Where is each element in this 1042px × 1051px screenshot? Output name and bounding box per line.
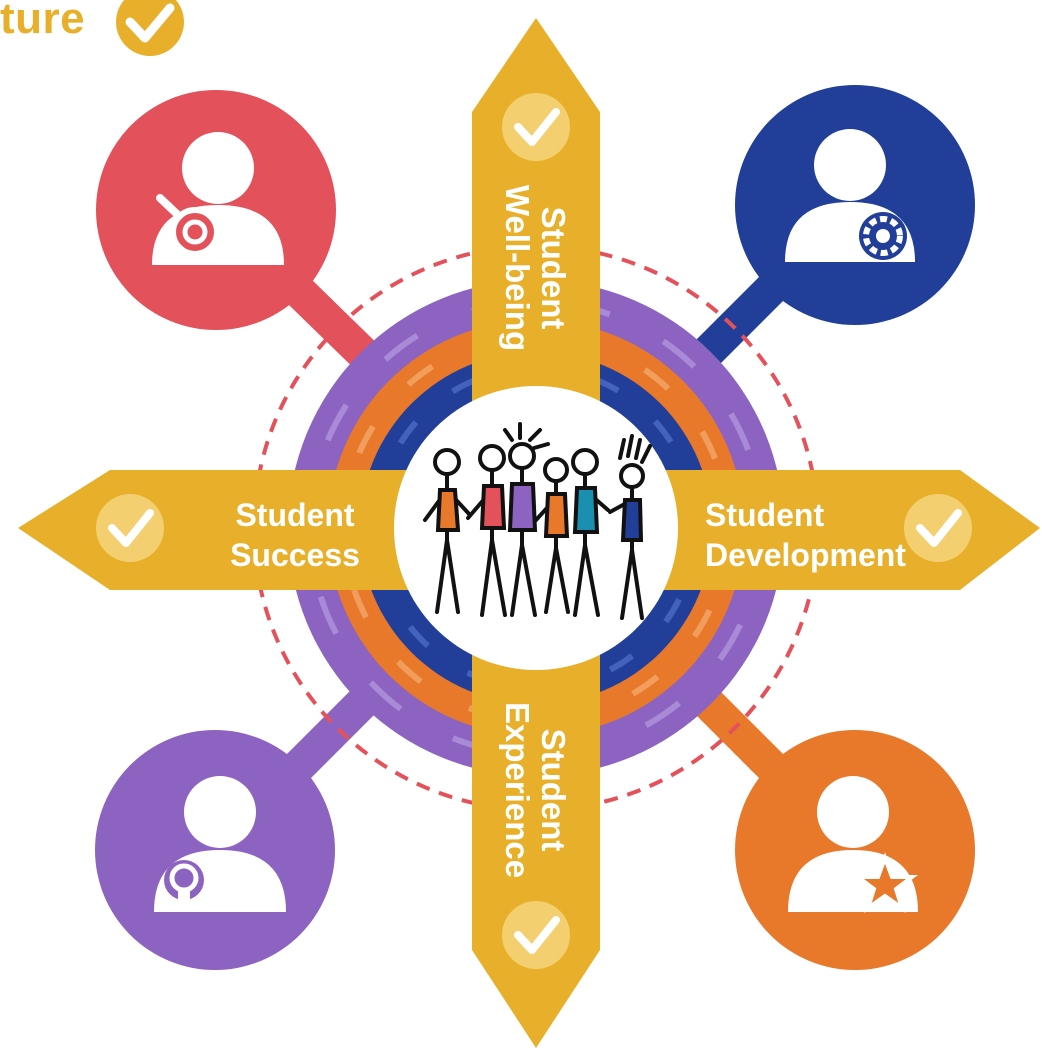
heading-check-icon: [116, 0, 184, 56]
node-bottom-right: [735, 730, 975, 970]
node-bottom-left: [95, 730, 335, 970]
label-left: Student Success: [230, 497, 360, 573]
person-gear-icon: [785, 129, 915, 262]
check-icon-left: [96, 494, 164, 562]
label-bottom: Student Experience: [499, 702, 572, 878]
check-icon-bottom: [502, 901, 570, 969]
person-magnifier-icon: [152, 132, 284, 265]
person-star-icon: [788, 776, 918, 914]
label-right-line2: Development: [705, 537, 906, 573]
label-right-line1: Student: [705, 497, 824, 533]
partial-heading-text: ture: [0, 0, 86, 43]
label-left-line2: Success: [230, 537, 360, 573]
label-right: Student Development: [705, 497, 906, 573]
label-left-line1: Student: [235, 497, 354, 533]
label-bottom-line2: Experience: [499, 702, 536, 878]
label-top-line2: Well-being: [499, 185, 536, 351]
people-group-illustration: [423, 422, 652, 620]
check-icon-right: [904, 494, 972, 562]
label-top: Student Well-being: [499, 185, 572, 351]
node-top-left: [96, 90, 336, 330]
node-top-right: [735, 85, 975, 325]
check-icon-top: [502, 93, 570, 161]
label-top-line1: Student: [535, 207, 572, 330]
label-bottom-line1: Student: [535, 729, 572, 852]
person-lightbulb-icon: [154, 776, 286, 912]
partial-heading: ture: [0, 0, 85, 44]
